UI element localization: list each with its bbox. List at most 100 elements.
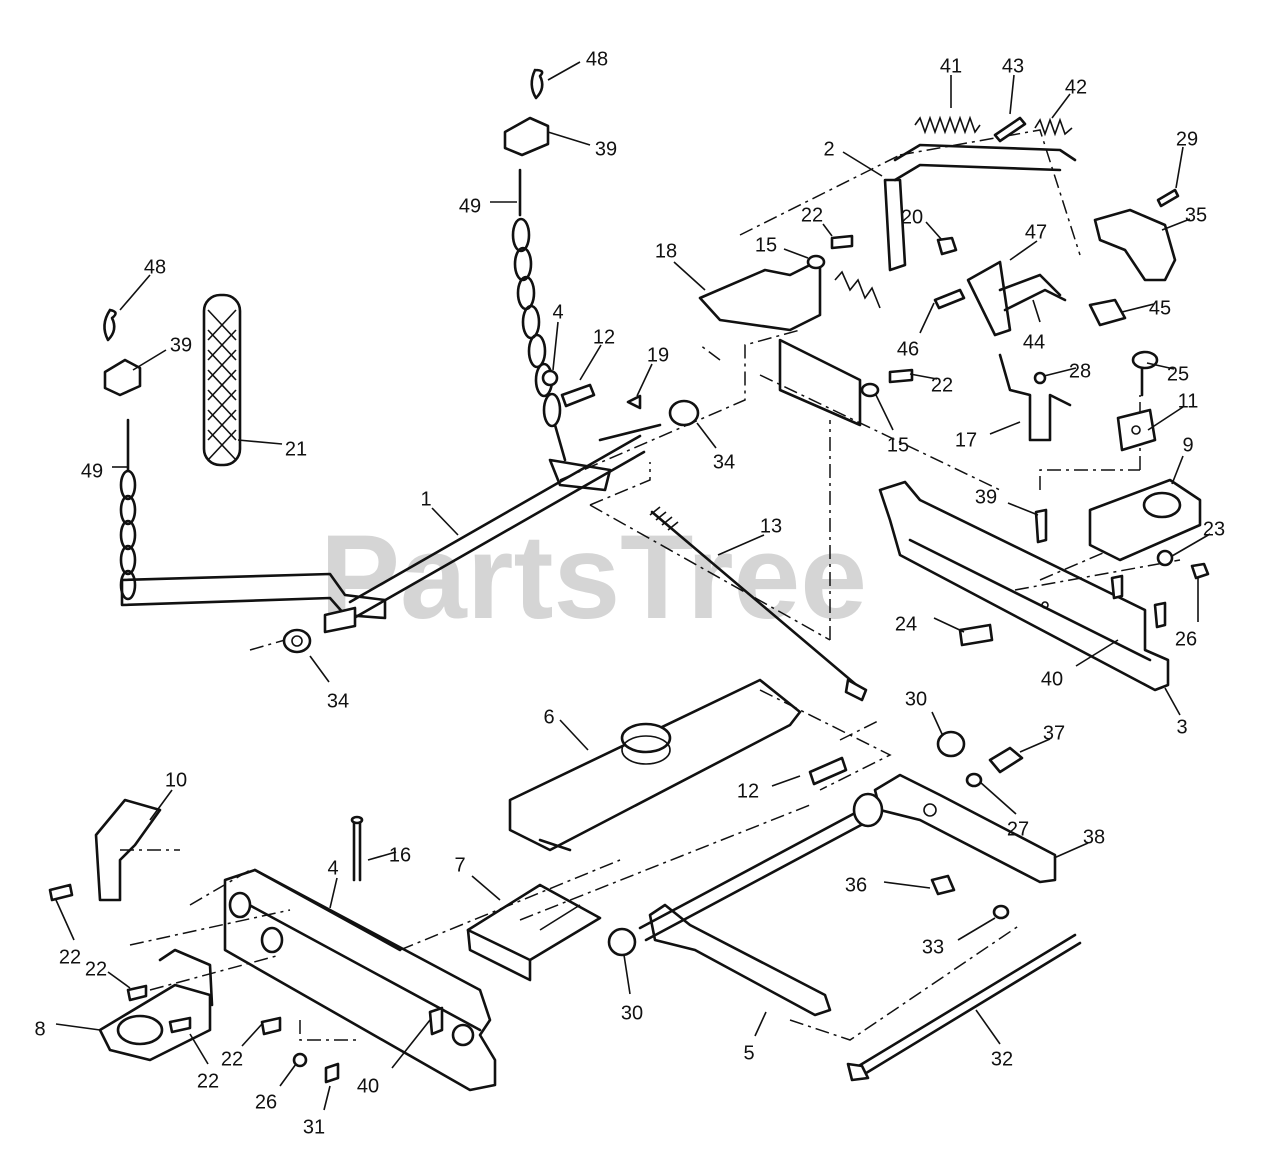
part-39-clevis-right [503, 116, 550, 157]
callout-c39b: 39 [132, 334, 192, 371]
callout-c15b: 15 [875, 394, 909, 456]
leader-line [189, 1033, 209, 1065]
callout-number: 36 [845, 874, 867, 896]
callout-number: 22 [931, 374, 953, 396]
callout-number: 3 [1176, 716, 1187, 738]
leader-line [623, 954, 631, 995]
part-31-screw [324, 1062, 340, 1084]
part-3-frame-right [878, 480, 1170, 692]
part-4-bushing-top [541, 369, 559, 387]
callout-number: 49 [81, 460, 103, 482]
watermark-text: PartsTree [320, 510, 867, 644]
callout-number: 26 [1175, 628, 1197, 650]
callout-c22a: 22 [801, 204, 833, 237]
part-11-bracket [1116, 408, 1157, 452]
leader-line [559, 719, 589, 751]
callout-number: 29 [1176, 128, 1198, 150]
leader-line [1009, 240, 1038, 261]
leader-line [55, 1023, 101, 1031]
callout-number: 12 [737, 780, 759, 802]
callout-number: 40 [1041, 668, 1063, 690]
callout-c20: 20 [901, 206, 943, 241]
callout-c49a: 49 [459, 195, 517, 217]
callout-number: 22 [59, 946, 81, 968]
callout-number: 7 [454, 854, 465, 876]
callout-c13: 13 [717, 515, 782, 556]
leader-line [107, 971, 131, 989]
leader-line [1171, 455, 1184, 485]
callout-c46: 46 [897, 302, 935, 360]
part-12-pin-bottom [808, 756, 848, 786]
callout-number: 31 [303, 1116, 325, 1138]
part-44-linkage [966, 260, 1067, 337]
callout-c36: 36 [845, 874, 931, 896]
leader-line [367, 851, 397, 861]
leader-line [1175, 146, 1184, 189]
callout-number: 24 [895, 613, 917, 635]
callout-c33: 33 [922, 917, 996, 958]
leader-line [717, 534, 765, 556]
callout-c15a: 15 [755, 234, 809, 259]
callout-number: 44 [1023, 331, 1045, 353]
callout-c25: 25 [1146, 362, 1189, 385]
callout-c34a: 34 [696, 422, 735, 473]
callout-number: 22 [801, 204, 823, 226]
callout-c18: 18 [655, 240, 706, 291]
callout-c24: 24 [895, 613, 965, 635]
leader-line [1075, 639, 1119, 667]
part-38-arm [873, 773, 1057, 884]
leader-line [119, 274, 151, 311]
callout-number: 27 [1007, 818, 1029, 840]
callout-c22d: 22 [85, 958, 131, 989]
leader-line [431, 507, 459, 536]
part-41-spring [914, 115, 981, 135]
callout-c47: 47 [1009, 221, 1047, 261]
part-4-frame-left [223, 868, 497, 1092]
part-19-key [626, 394, 642, 410]
callout-c4b: 4 [327, 857, 339, 909]
part-25-bolt [1131, 350, 1159, 397]
leader-line [1007, 502, 1039, 516]
leader-line [919, 302, 935, 334]
callout-number: 34 [713, 451, 735, 473]
part-32-rod [846, 933, 1082, 1082]
leader-line [925, 221, 943, 241]
callout-number: 25 [1167, 363, 1189, 385]
callout-number: 22 [221, 1048, 243, 1070]
leader-line [1009, 74, 1015, 115]
callout-number: 22 [197, 1070, 219, 1092]
callout-c2: 2 [823, 138, 883, 177]
part-22-bolts-top [830, 234, 914, 384]
part-37-bolt [988, 746, 1024, 774]
callout-c6: 6 [543, 706, 589, 751]
leader-line [279, 1063, 297, 1087]
callout-number: 13 [760, 515, 782, 537]
part-48-clip-left [103, 308, 117, 342]
leader-line [1121, 303, 1155, 313]
part-6-slide-plate [508, 678, 802, 852]
callout-number: 43 [1002, 55, 1024, 77]
leader-line [1171, 533, 1211, 557]
callout-number: 1 [420, 488, 431, 510]
part-20-nut [936, 236, 958, 256]
callout-c9: 9 [1171, 434, 1194, 485]
leader-line [1043, 367, 1077, 377]
leader-line [957, 917, 996, 941]
callout-c22b: 22 [909, 373, 953, 396]
callout-c40a: 40 [1041, 639, 1119, 690]
callout-number: 16 [389, 844, 411, 866]
part-42-spring [1034, 117, 1073, 137]
leader-line [547, 61, 581, 81]
callout-c10: 10 [149, 769, 187, 821]
part-34-spacer-top [668, 399, 700, 427]
leader-line [975, 1009, 1001, 1045]
leader-line [783, 248, 809, 259]
callout-number: 4 [552, 301, 563, 323]
callout-c30b: 30 [621, 954, 643, 1024]
part-2-lever [883, 143, 1077, 272]
part-27-washer [965, 772, 983, 788]
leader-line [1019, 738, 1051, 753]
part-43-pin [993, 116, 1027, 143]
